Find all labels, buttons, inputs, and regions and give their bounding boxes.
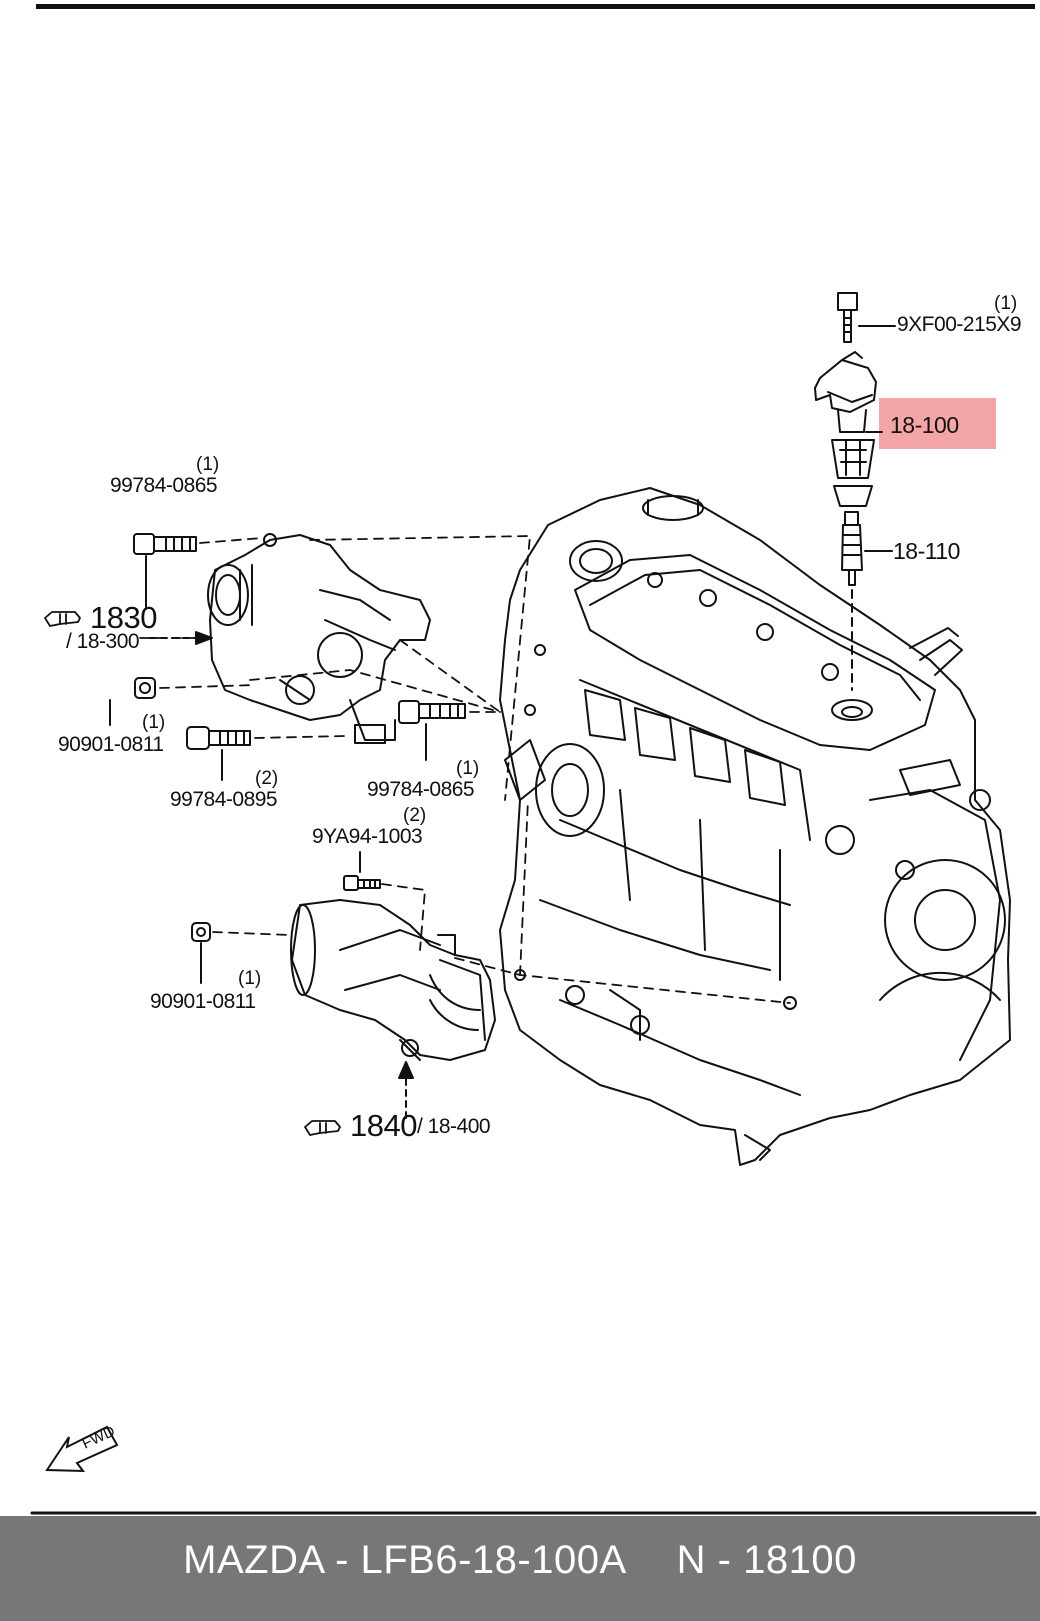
callout-starter-bolt[interactable]: 9YA94-1003 (312, 825, 423, 848)
starter-motor (191, 851, 496, 1119)
footer-ref: N - 18100 (676, 1538, 857, 1582)
callout-bolt-9xf00[interactable]: 9XF00-215X9 (897, 313, 1022, 336)
alternator (207, 533, 431, 744)
highlight-box (879, 398, 996, 449)
callout-alt-nut[interactable]: 90901-0811 (58, 733, 164, 756)
qty-starter-bolt: (2) (403, 805, 427, 826)
footer-bar (0, 1516, 1040, 1621)
alternator-arrow (149, 631, 213, 645)
ignition-coil-assembly (814, 292, 896, 691)
callout-alt-bolt-upper[interactable]: 99784-0865 (110, 474, 218, 497)
qty-alt-nut: (1) (142, 712, 166, 733)
callout-alt-bolt-right[interactable]: 99784-0865 (367, 778, 475, 801)
ref-18-400[interactable]: / 18-400 (417, 1115, 491, 1138)
qty-starter-nut: (1) (238, 968, 262, 989)
footer-caption: MAZDA - LFB6-18-100A N - 18100 (0, 1538, 1040, 1583)
engine-block (499, 487, 1011, 1166)
fwd-arrow-icon: FWD (45, 1423, 119, 1473)
top-rule (36, 4, 1035, 9)
ref-18-300[interactable]: / 18-300 (66, 630, 140, 653)
footer-brand-part: MAZDA - LFB6-18-100A (183, 1538, 627, 1582)
callout-coil-18-100[interactable]: 18-100 (890, 412, 959, 438)
callout-alt-bolt-lower[interactable]: 99784-0895 (170, 788, 278, 811)
hand-pointer-icons (44, 611, 341, 1136)
ref-1830[interactable]: 1830 (90, 600, 157, 635)
callout-plug-18-110[interactable]: 18-110 (893, 538, 960, 564)
alternator-fasteners (109, 533, 466, 781)
callout-starter-nut[interactable]: 90901-0811 (150, 990, 256, 1013)
qty-bolt-top: (1) (994, 293, 1018, 314)
qty-alt-bolt-upper: (1) (196, 454, 220, 475)
qty-alt-bolt-right: (1) (456, 758, 480, 779)
starter-dashed-guides (212, 799, 791, 1004)
qty-alt-bolt-lower: (2) (255, 768, 279, 789)
ref-1840[interactable]: 1840 (350, 1108, 417, 1143)
